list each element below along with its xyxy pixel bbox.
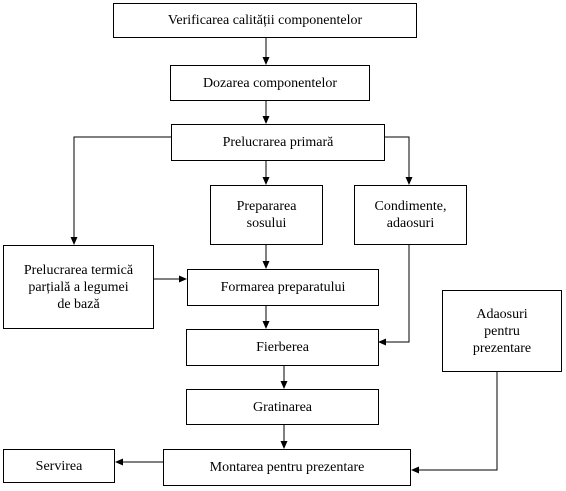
arrow-prelucrare-primara-to-condimente [385,136,413,185]
node-prepararea-sosului: Prepararea sosului [210,185,323,245]
node-dozarea-componentelor: Dozarea componentelor [170,65,370,101]
node-montarea-pentru-prezentare: Montarea pentru prezentare [163,449,411,486]
node-formarea-preparatului: Formarea preparatului [187,269,379,306]
arrow-adaosuri-prezentare-to-montare [411,372,498,474]
arrow-condimente-to-fierbere [378,245,410,346]
node-adaosuri-pentru-prezentare: Adaosuri pentru prezentare [442,290,562,372]
node-fierberea: Fierberea [186,329,379,366]
node-prelucrarea-termica-partiala: Prelucrarea termică parțială a legumei d… [3,245,154,329]
node-verificarea-calitatii-componentelor: Verificarea calității componentelor [113,3,417,38]
node-prelucrarea-primara: Prelucrarea primară [171,124,385,161]
node-servirea: Servirea [3,449,115,483]
node-gratinarea: Gratinarea [186,389,379,425]
arrow-prelucrare-primara-to-prelucrare-termica [70,136,171,245]
node-condimente-adaosuri: Condimente, adaosuri [354,185,467,245]
